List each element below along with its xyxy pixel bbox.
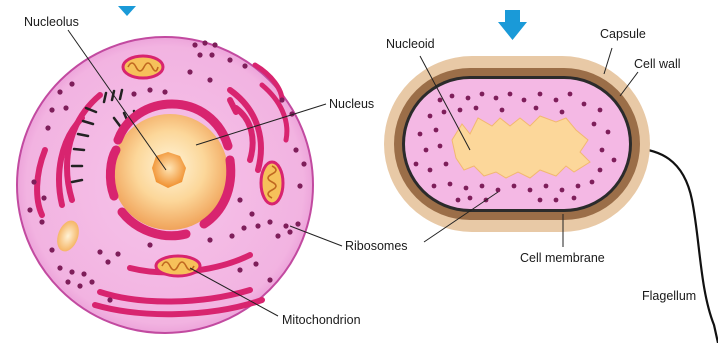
label-nucleus: Nucleus — [329, 97, 374, 111]
mitochondrion-bottom — [156, 256, 200, 276]
label-cell-wall: Cell wall — [634, 57, 681, 71]
arrow-down-icon — [498, 10, 527, 40]
label-ribosomes: Ribosomes — [345, 239, 408, 253]
label-capsule: Capsule — [600, 27, 646, 41]
mitochondrion-right — [261, 162, 283, 204]
eukaryotic-cell — [17, 30, 342, 333]
label-flagellum: Flagellum — [642, 289, 696, 303]
arrow-left-icon — [118, 6, 136, 16]
label-cell-membrane: Cell membrane — [520, 251, 605, 265]
mitochondrion-top — [123, 56, 163, 78]
label-nucleolus: Nucleolus — [24, 15, 79, 29]
label-mitochondrion: Mitochondrion — [282, 313, 361, 327]
label-nucleoid: Nucleoid — [386, 37, 435, 51]
